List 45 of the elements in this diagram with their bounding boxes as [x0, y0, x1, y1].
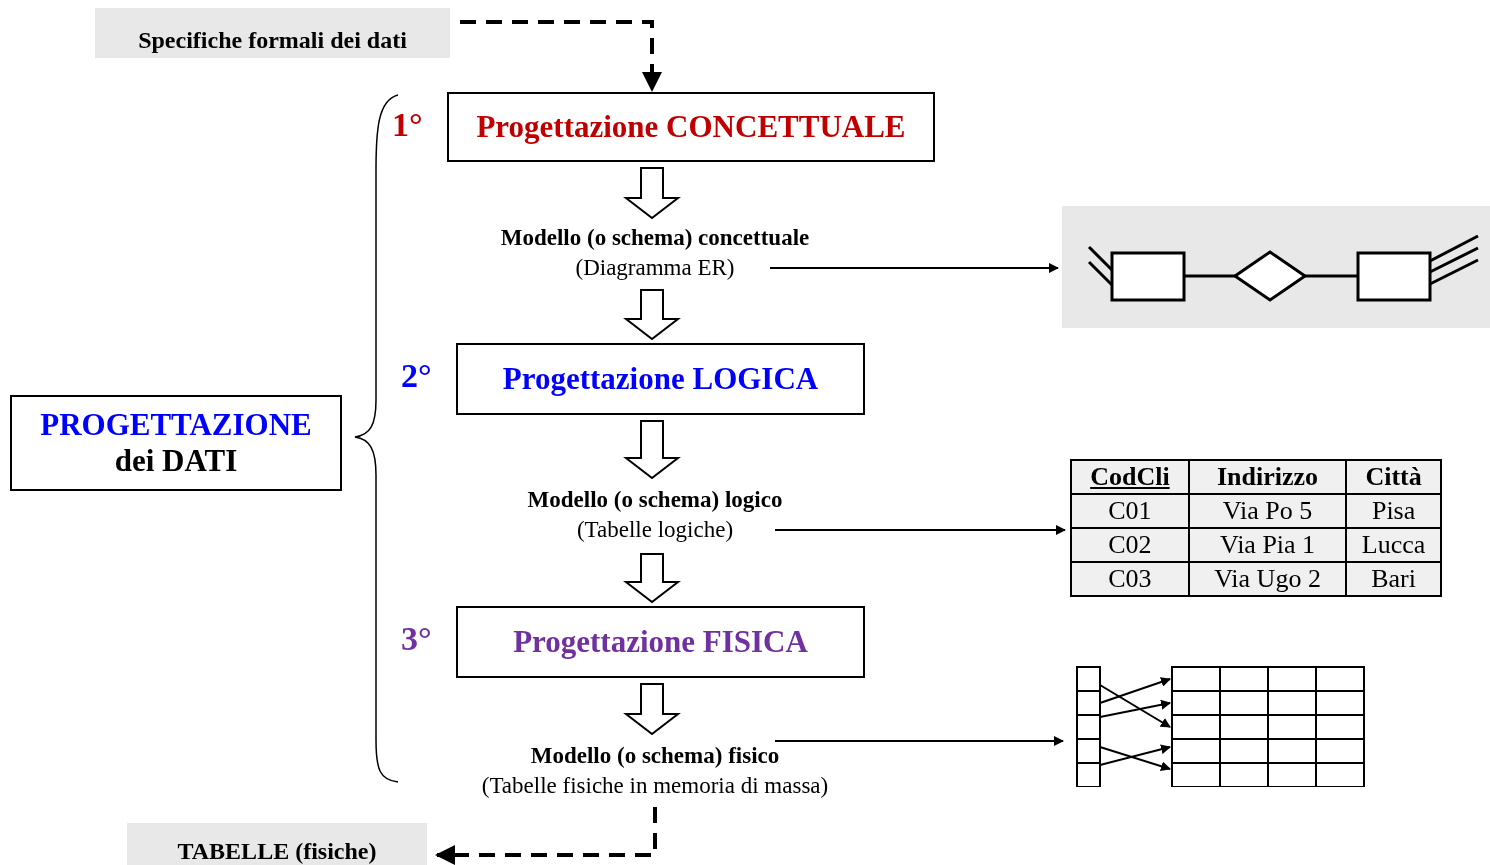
table-cell: C01: [1071, 494, 1189, 528]
table-cell: Via Po 5: [1188, 494, 1347, 528]
table-cell: Via Ugo 2: [1188, 562, 1347, 596]
step-title: Progettazione CONCETTUALE: [476, 109, 906, 145]
step-title: Progettazione FISICA: [513, 624, 808, 660]
table-cell: C03: [1071, 562, 1189, 596]
hollow-arrow: [623, 683, 681, 736]
step-number: 1°: [392, 106, 423, 144]
model-name: Modello (o schema) fisico: [530, 742, 780, 770]
column-header: Città: [1346, 460, 1441, 494]
model-description: (Tabelle logiche): [576, 516, 734, 544]
dashed-arrow: [460, 20, 662, 92]
er-diagram-drawing: [1062, 206, 1490, 328]
index-table-drawing: [1075, 665, 1367, 787]
box-heading: dei DATI: [114, 443, 238, 479]
arrow: [774, 736, 1064, 746]
dashed-arrow: [435, 807, 657, 865]
box-label: TABELLE (fisiche): [177, 837, 377, 865]
arrow: [769, 263, 1059, 273]
step-title: Progettazione LOGICA: [502, 361, 819, 397]
hollow-arrow: [623, 167, 681, 220]
table-cell: Bari: [1346, 562, 1441, 596]
column-header: Indirizzo: [1188, 460, 1347, 494]
model-name: Modello (o schema) concettuale: [500, 224, 810, 252]
table-cell: Via Pia 1: [1188, 528, 1347, 562]
model-description: (Tabelle fisiche in memoria di massa): [481, 772, 829, 800]
process-box: [456, 606, 865, 678]
title-box: [10, 395, 342, 491]
model-name: Modello (o schema) logico: [527, 486, 783, 514]
column-header: CodCli: [1071, 460, 1189, 494]
process-box: [447, 92, 935, 162]
arrow: [774, 525, 1066, 535]
box-label: Specifiche formali dei dati: [138, 26, 407, 54]
process-box: [456, 343, 865, 415]
box-heading: PROGETTAZIONE: [40, 407, 312, 443]
hollow-arrow: [623, 420, 681, 480]
table-cell: Pisa: [1346, 494, 1441, 528]
hollow-arrow: [623, 289, 681, 341]
data-table: [1070, 459, 1442, 597]
hollow-arrow: [623, 553, 681, 604]
table-cell: Lucca: [1346, 528, 1441, 562]
model-description: (Diagramma ER): [575, 254, 735, 282]
table-cell: C02: [1071, 528, 1189, 562]
step-number: 3°: [401, 620, 432, 658]
step-number: 2°: [401, 357, 432, 395]
